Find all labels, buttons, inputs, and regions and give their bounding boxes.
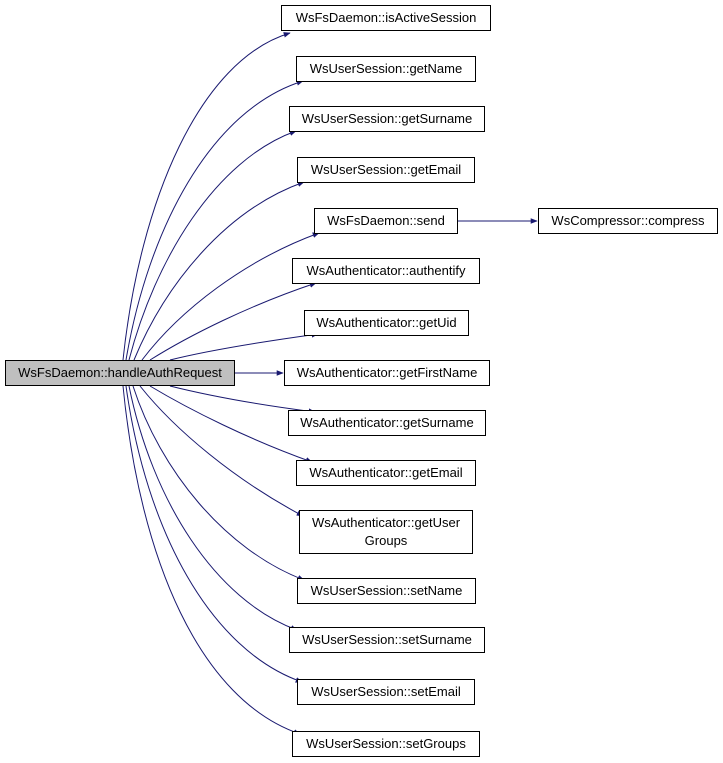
node-label: WsFsDaemon::handleAuthRequest [18, 365, 222, 380]
node-handle-auth-request: WsFsDaemon::handleAuthRequest [5, 360, 235, 386]
node-label: WsUserSession::getName [309, 61, 463, 76]
edge-to-set-surname [128, 385, 298, 631]
node-user-session-set-groups[interactable]: WsUserSession::setGroups [292, 731, 480, 757]
node-label-line1: WsAuthenticator::getUser [311, 515, 461, 530]
node-authenticator-get-first-name[interactable]: WsAuthenticator::getFirstName [284, 360, 490, 386]
edge-to-set-email [125, 385, 303, 683]
node-label: WsAuthenticator::getEmail [309, 465, 463, 480]
edge-to-set-name [132, 385, 305, 581]
node-authenticator-get-user-groups[interactable]: WsAuthenticator::getUser Groups [299, 510, 473, 554]
node-label: WsFsDaemon::isActiveSession [295, 10, 477, 25]
node-label: WsUserSession::setEmail [311, 684, 461, 699]
edge-to-user-session-get-surname [128, 130, 297, 361]
node-label: WsAuthenticator::getUid [316, 315, 457, 330]
node-is-active-session[interactable]: WsFsDaemon::isActiveSession [281, 5, 491, 31]
node-send[interactable]: WsFsDaemon::send [314, 208, 458, 234]
node-user-session-get-name[interactable]: WsUserSession::getName [296, 56, 476, 82]
edge-to-authenticator-get-surname [169, 385, 316, 414]
node-label: WsUserSession::setSurname [302, 632, 472, 647]
node-authenticator-authentify[interactable]: WsAuthenticator::authentify [292, 258, 480, 284]
node-authenticator-get-uid[interactable]: WsAuthenticator::getUid [304, 310, 469, 336]
node-user-session-set-email[interactable]: WsUserSession::setEmail [297, 679, 475, 705]
node-label: WsFsDaemon::send [327, 213, 445, 228]
edge-to-user-session-get-name [125, 80, 304, 361]
edge-to-get-uid [169, 332, 319, 361]
edge-to-send [141, 232, 320, 361]
edge-to-is-active-session [122, 32, 291, 361]
node-label-line2: Groups [364, 533, 408, 548]
edge-to-authentify [149, 282, 317, 361]
edge-to-authenticator-get-email [149, 385, 313, 463]
node-user-session-get-email[interactable]: WsUserSession::getEmail [297, 157, 475, 183]
edge-to-get-user-groups [139, 385, 304, 517]
node-label: WsAuthenticator::authentify [306, 263, 466, 278]
node-label: WsAuthenticator::getFirstName [296, 365, 478, 380]
node-label: WsCompressor::compress [551, 213, 705, 228]
node-label: WsUserSession::getEmail [310, 162, 462, 177]
node-authenticator-get-email[interactable]: WsAuthenticator::getEmail [296, 460, 476, 486]
node-label: WsUserSession::getSurname [301, 111, 473, 126]
node-user-session-set-name[interactable]: WsUserSession::setName [297, 578, 476, 604]
node-user-session-set-surname[interactable]: WsUserSession::setSurname [289, 627, 485, 653]
node-compressor-compress[interactable]: WsCompressor::compress [538, 208, 718, 234]
edge-to-user-session-get-email [133, 181, 305, 361]
edge-to-set-groups [122, 385, 301, 735]
node-label: WsAuthenticator::getSurname [300, 415, 474, 430]
node-label: WsUserSession::setName [310, 583, 463, 598]
node-user-session-get-surname[interactable]: WsUserSession::getSurname [289, 106, 485, 132]
node-label: WsUserSession::setGroups [306, 736, 466, 751]
node-authenticator-get-surname[interactable]: WsAuthenticator::getSurname [288, 410, 486, 436]
